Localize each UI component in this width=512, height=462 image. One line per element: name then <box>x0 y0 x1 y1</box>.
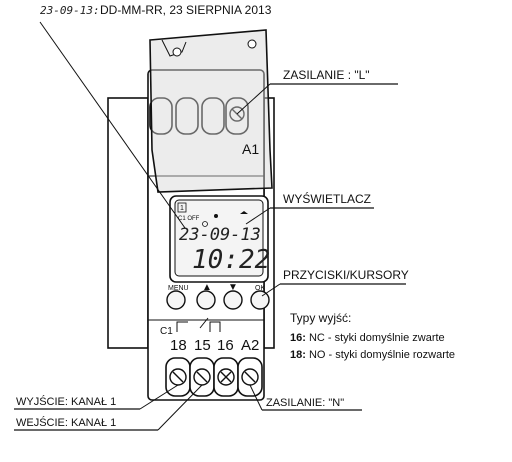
transparent-cover <box>149 29 273 193</box>
callout-przyciski: PRZYCISKI/KURSORY <box>283 268 409 282</box>
output-type-nc-code: 16: <box>290 332 306 344</box>
clock-icon <box>202 221 208 227</box>
down-button[interactable] <box>223 290 243 310</box>
terminal-label-15: 15 <box>194 337 211 354</box>
top-terminal-slots <box>149 97 249 135</box>
display-date: 23-09-13 <box>179 225 261 245</box>
terminal-label-a2: A2 <box>241 337 259 354</box>
button-label-up: ▲ <box>202 282 212 293</box>
up-button[interactable] <box>196 290 216 310</box>
leader-zasilanie-n <box>249 384 263 411</box>
header-date-text: DD-MM-RR, 23 SIERPNIA 2013 <box>100 3 272 17</box>
ok-button[interactable] <box>250 290 270 310</box>
output-type-nc: 16: NC - styki domyślnie zwarte <box>290 332 445 344</box>
screw-slot-icon <box>196 371 208 383</box>
screw-slot-icon <box>172 371 184 383</box>
callout-zasilanie-n: ZASILANIE: "N" <box>266 397 344 409</box>
terminal-slot <box>149 97 173 135</box>
button-label-ok: OK <box>255 285 265 292</box>
display-channel: 1 <box>180 205 184 212</box>
output-type-no: 18: NO - styki domyślnie rozwarte <box>290 349 455 361</box>
callout-zasilanie-l: ZASILANIE : "L" <box>283 68 370 82</box>
display-c1-state: C1 OFF <box>178 216 200 222</box>
callout-wyswietlacz: WYŚWIETLACZ <box>283 191 371 206</box>
leader-header-date <box>39 21 186 229</box>
output-types-title: Typy wyjść: <box>290 311 351 325</box>
leader-przyciski <box>261 283 281 297</box>
terminal-a1-label: A1 <box>242 141 259 157</box>
button-row: MENU ▲ ▼ OK <box>166 282 270 310</box>
header-date-segment: 23-09-13: <box>40 4 100 17</box>
display-screen <box>174 199 264 277</box>
callout-wejscie: WEJŚCIE: KANAŁ 1 <box>16 416 116 429</box>
bottom-terminal-block <box>165 357 263 397</box>
screw-slot-icon <box>244 371 256 383</box>
terminal-label-18: 18 <box>170 337 187 354</box>
leader-wyswietlacz <box>245 207 271 225</box>
cover-hinge-pin-icon <box>247 39 257 49</box>
terminal-slot <box>175 97 199 135</box>
leader-zasilanie-l <box>236 83 271 115</box>
output-type-no-code: 18: <box>290 349 306 361</box>
button-label-menu: MENU <box>168 285 189 292</box>
cover-hinge-pin-icon <box>172 47 182 57</box>
channel-box <box>177 202 187 213</box>
astro-icon <box>240 211 248 214</box>
screw-slot-icon <box>220 371 232 383</box>
display-time: 10:22 <box>192 245 270 275</box>
relay-contact-symbol <box>176 317 221 332</box>
button-label-down: ▼ <box>228 282 238 293</box>
sun-icon <box>214 214 218 218</box>
menu-button[interactable] <box>166 290 186 310</box>
housing-left-rail <box>107 97 149 349</box>
output-type-nc-text: NC - styki domyślnie zwarte <box>306 332 445 344</box>
callout-wyjscie: WYJŚCIE: KANAŁ 1 <box>16 395 116 408</box>
leader-wejscie <box>157 384 203 431</box>
terminal-slot <box>201 97 225 135</box>
output-type-no-text: NO - styki domyślnie rozwarte <box>306 349 455 361</box>
terminal-label-16: 16 <box>217 337 234 354</box>
leader-wyjscie <box>139 384 179 410</box>
contact-group-label: C1 <box>160 326 173 337</box>
